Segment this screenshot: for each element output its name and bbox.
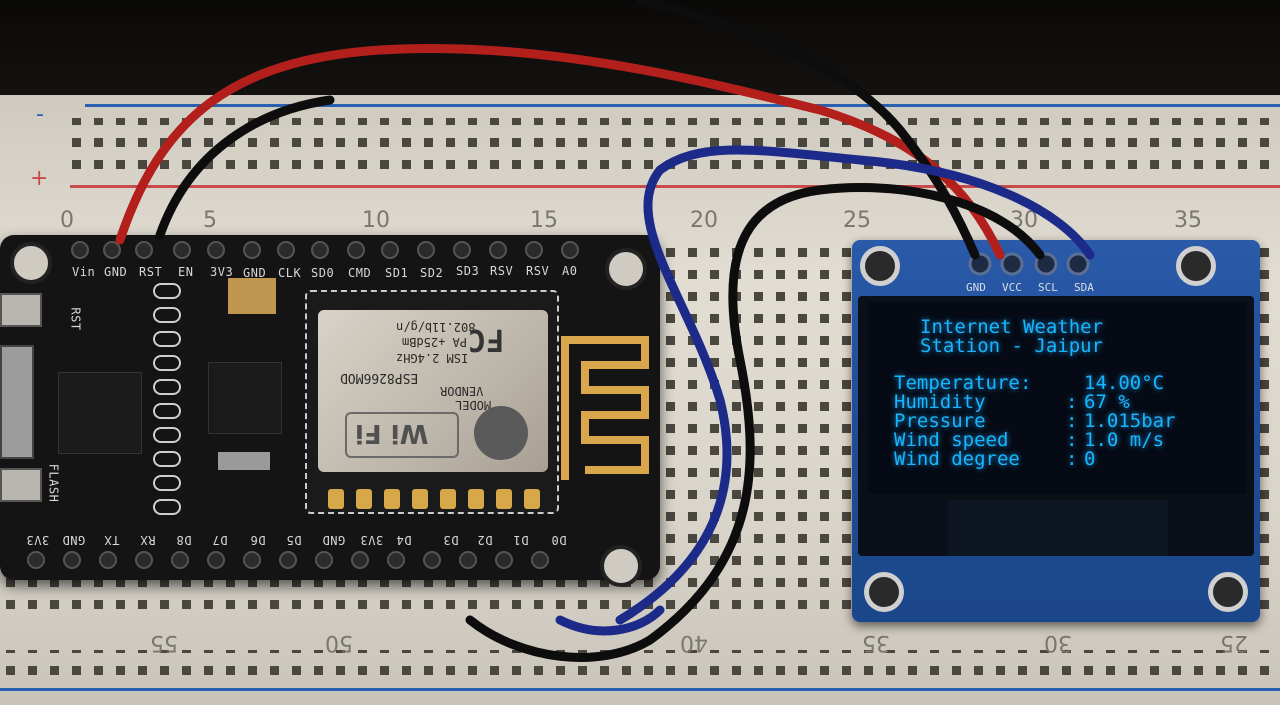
pin-label-top: CMD <box>348 266 372 280</box>
rail-minus-sign: - <box>36 102 44 127</box>
oled-mount-hole <box>864 572 904 612</box>
nodemcu-header-top <box>71 241 579 259</box>
oled-sep: : <box>1066 448 1078 470</box>
mounting-hole <box>600 545 642 587</box>
oled-label-humidity: Humidity <box>894 391 1020 413</box>
bb-number: 10 <box>362 208 390 233</box>
oled-label-pressure: Pressure <box>894 410 1020 432</box>
espressif-logo <box>474 406 528 460</box>
pin-label-top: GND <box>243 266 267 280</box>
rail-line-blue-bottom <box>0 688 1280 691</box>
rail-line-red-top <box>70 185 1280 188</box>
pin-label-top: A0 <box>562 264 578 278</box>
mounting-hole <box>10 242 52 284</box>
regulator <box>208 362 282 434</box>
oled-pin-label: VCC <box>1002 281 1022 294</box>
oled-value-temperature: 14.00°C <box>1084 372 1165 394</box>
pin-label-top: GND <box>104 265 128 279</box>
mounting-hole <box>605 248 647 290</box>
oled-sep: : <box>1066 410 1078 432</box>
oled-title-line2: Station - Jaipur <box>920 335 1104 357</box>
oled-mount-hole <box>860 246 900 286</box>
bb-number: 25 <box>843 208 871 233</box>
oled-sep: : <box>1020 372 1032 394</box>
pin-label-top: SD1 <box>385 266 409 280</box>
nodemcu-header-bottom <box>27 551 549 569</box>
oled-mount-hole <box>1208 572 1248 612</box>
oled-pin-label: SCL <box>1038 281 1058 294</box>
oled-value-humidity: 67 % <box>1084 391 1130 413</box>
rail-line-blue-top <box>85 104 1280 107</box>
pin-label-top: SD2 <box>420 266 444 280</box>
capacitor <box>228 278 276 314</box>
oled-value-wind-speed: 1.0 m/s <box>1084 429 1165 451</box>
oled-pin-label: GND <box>966 281 986 294</box>
oled-title-line1: Internet Weather <box>920 316 1104 338</box>
oled-value-pressure: 1.015bar <box>1084 410 1176 432</box>
pin-label-top: SD0 <box>311 266 335 280</box>
pin-label-top: 3V3 <box>210 265 234 279</box>
oled-sep: : <box>1066 429 1078 451</box>
pin-label-top: RSV <box>490 264 514 278</box>
rail-plus-sign: + <box>30 166 49 191</box>
module-pads <box>328 489 540 509</box>
pcb-antenna <box>561 336 649 480</box>
oled-value-wind-degree: 0 <box>1084 448 1096 470</box>
oled-label-wind-speed: Wind speed <box>894 429 1020 451</box>
pad-column <box>153 283 181 515</box>
bb-number: 0 <box>60 208 74 233</box>
pin-label-top: RSV <box>526 264 550 278</box>
oled-label-temperature: Temperature <box>894 372 1020 394</box>
rst-button <box>0 293 42 327</box>
pin-label-top: RST <box>139 265 163 279</box>
pin-label-top: SD3 <box>456 264 480 278</box>
oled-sep: : <box>1066 391 1078 413</box>
oled-ribbon <box>948 500 1168 556</box>
oled-pin-label: SDA <box>1074 281 1094 294</box>
usb-uart-chip <box>58 372 142 454</box>
pin-label-top: EN <box>178 265 194 279</box>
wifi-logo-box <box>345 412 459 458</box>
flash-button <box>0 468 42 502</box>
pin-label-top: Vin <box>72 265 96 279</box>
oled-label-wind-degree: Wind degree <box>894 448 1020 470</box>
bb-number: 15 <box>530 208 558 233</box>
bb-number: 35 <box>1174 208 1202 233</box>
bb-number: 20 <box>690 208 718 233</box>
usb-port <box>0 345 34 459</box>
bb-number: 5 <box>203 208 217 233</box>
oled-screen <box>868 302 1246 494</box>
pin-label-top: CLK <box>278 266 302 280</box>
crystal <box>218 452 270 470</box>
oled-mount-hole <box>1176 246 1216 286</box>
